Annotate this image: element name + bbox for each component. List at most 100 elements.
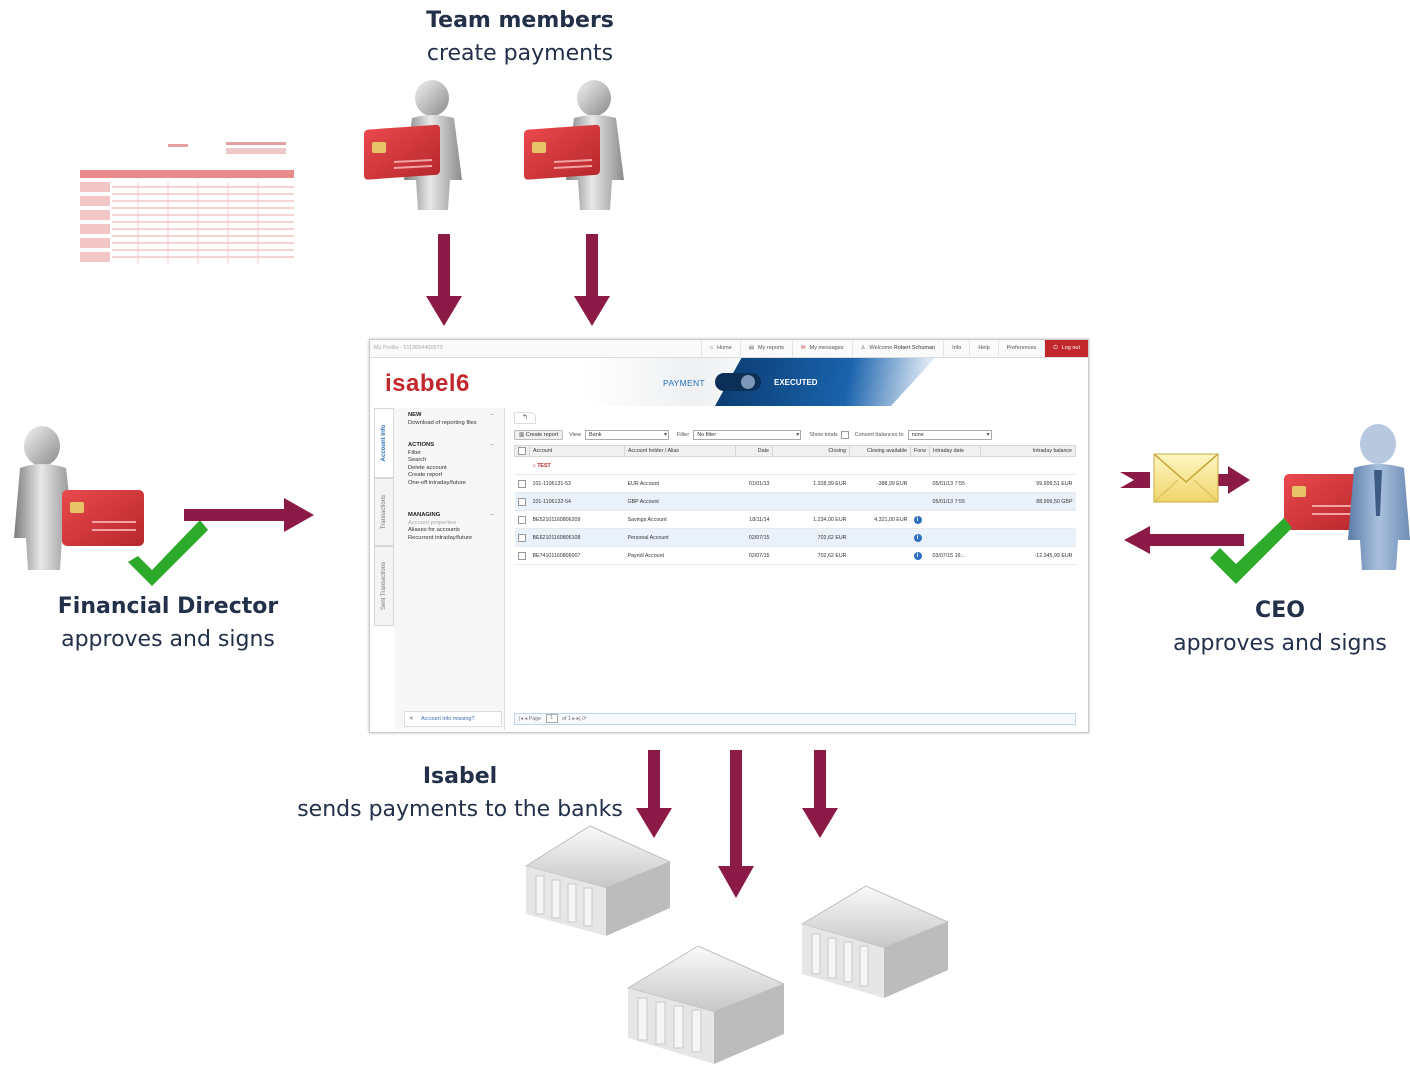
- nav-preferences[interactable]: Preferences: [997, 340, 1045, 357]
- cell-closing-available: 4.321,00 EUR: [849, 510, 911, 529]
- select-all-checkbox[interactable]: [518, 447, 526, 455]
- logo-word: isabel: [385, 370, 457, 397]
- nav-info[interactable]: Info: [943, 340, 969, 357]
- cell-intraday-date: 05/01/13 7:55: [929, 474, 981, 493]
- profile-link[interactable]: My Profile - 5113654400573: [374, 345, 443, 351]
- convert-label: Convert balances to: [854, 432, 904, 438]
- menu-account-properties[interactable]: Account properties: [408, 519, 457, 526]
- info-icon[interactable]: i: [913, 515, 922, 524]
- account-info-missing-button[interactable]: ✕Account info missing?: [404, 711, 502, 727]
- top-navigation: ⌂Home ▤My reports ✉My messages ♙Welcome …: [700, 340, 1088, 357]
- mode-executed-label[interactable]: EXECUTED: [774, 378, 818, 387]
- col-forw[interactable]: Forw: [910, 445, 930, 457]
- ceo-figure: [1210, 424, 1410, 584]
- menu-aliases[interactable]: Aliases for accounts: [408, 527, 460, 533]
- arrow-icon: [574, 234, 610, 326]
- convert-select[interactable]: none: [907, 430, 992, 440]
- refresh-icon[interactable]: ⟳: [582, 716, 587, 722]
- table-row[interactable]: BE74101160806007 Payroll Account 02/07/1…: [514, 546, 1076, 565]
- nav-reports[interactable]: ▤My reports: [739, 340, 792, 357]
- cell-closing-available: -388,99 EUR: [849, 474, 911, 493]
- table-row[interactable]: 101-1106132-54 GBP Account 05/01/13 7:55…: [514, 492, 1076, 511]
- cell-intraday-date: 05/01/13 7:55: [929, 492, 981, 511]
- last-page-icon[interactable]: ▸|: [576, 716, 581, 722]
- row-checkbox[interactable]: [517, 479, 526, 488]
- team-members-title: Team members: [426, 8, 614, 33]
- row-checkbox[interactable]: [517, 551, 526, 560]
- cell-date: 01/01/13: [735, 474, 773, 493]
- cell-closing: 1.234,00 EUR: [772, 510, 850, 529]
- row-checkbox[interactable]: [517, 533, 526, 542]
- checkmark-icon: [128, 520, 208, 586]
- info-icon[interactable]: i: [913, 551, 922, 560]
- menu-search[interactable]: Search: [408, 457, 427, 463]
- logout-label: Log out: [1061, 345, 1080, 351]
- table-row[interactable]: 101-1106131-53 EUR Account 01/01/13 1.32…: [514, 474, 1076, 493]
- col-date[interactable]: Date: [735, 445, 773, 457]
- tab-transactions[interactable]: Transactions: [374, 478, 394, 546]
- isabel-desc: sends payments to the banks: [297, 797, 623, 822]
- menu-download-reporting[interactable]: Download of reporting files: [408, 419, 477, 426]
- collapse-icon[interactable]: –: [490, 412, 494, 418]
- tab-sent-transactions[interactable]: Sent Transactions: [374, 546, 394, 626]
- filter-select[interactable]: No filter: [693, 430, 802, 440]
- menu-create-report[interactable]: Create report: [408, 472, 443, 478]
- page-input[interactable]: 1: [545, 714, 558, 724]
- group-row[interactable]: ⌂ TEST: [514, 456, 1076, 475]
- nav-help[interactable]: Help: [969, 340, 997, 357]
- cell-closing-available: [849, 492, 911, 511]
- menu-delete-account[interactable]: Delete account: [408, 464, 447, 471]
- create-report-button[interactable]: ▥ Create report: [514, 430, 564, 440]
- mode-payment-label[interactable]: PAYMENT: [663, 378, 705, 388]
- first-page-icon[interactable]: |◂: [519, 716, 524, 722]
- col-intraday-balance[interactable]: Intraday balance: [980, 445, 1076, 457]
- cell-forw: i: [910, 528, 930, 547]
- arrow-icon: [802, 750, 838, 838]
- ceo-title: CEO: [1255, 598, 1305, 623]
- info-icon[interactable]: i: [913, 533, 922, 542]
- col-holder[interactable]: Account holder / Alias: [624, 445, 736, 457]
- tab-account-info[interactable]: Account info: [374, 408, 394, 478]
- menu-filter[interactable]: Filter: [408, 449, 421, 456]
- col-intraday-date[interactable]: Intraday date: [929, 445, 981, 457]
- logo-number: 6: [456, 370, 470, 397]
- cell-intraday-date: [929, 528, 981, 547]
- left-panel: NEW Download of reporting files – ACTION…: [394, 408, 505, 730]
- view-label: View: [569, 432, 581, 438]
- table-row[interactable]: BE52101160806209 Savings Account 18/11/1…: [514, 510, 1076, 529]
- tab-transactions-label: Transactions: [381, 494, 387, 530]
- isabel-label: Isabel sends payments to the banks: [270, 760, 650, 826]
- user-icon: ♙: [860, 345, 866, 351]
- cell-intraday-balance: [980, 510, 1076, 529]
- menu-one-off[interactable]: One-off intraday/future: [408, 479, 466, 486]
- nav-messages[interactable]: ✉My messages: [792, 340, 852, 357]
- logout-button[interactable]: ⏻Log out: [1044, 340, 1088, 357]
- select-all-header[interactable]: [514, 445, 530, 457]
- view-select[interactable]: Bank: [584, 430, 669, 440]
- mode-toggle[interactable]: [715, 373, 761, 391]
- cell-closing: 1.328,99 EUR: [772, 474, 850, 493]
- table-row[interactable]: BE62101160806108 Personal Account 02/07/…: [514, 528, 1076, 547]
- back-icon[interactable]: ↰: [514, 412, 536, 424]
- col-account[interactable]: Account: [529, 445, 625, 457]
- row-checkbox[interactable]: [517, 497, 526, 506]
- table-header: Account Account holder / Alias Date Clos…: [514, 445, 1076, 457]
- ceo-label: CEO approves and signs: [1150, 594, 1410, 660]
- page-label: Page: [528, 716, 542, 722]
- menu-recurrent[interactable]: Recurrent intraday/future: [408, 534, 473, 541]
- checkmark-icon: [1210, 518, 1292, 584]
- next-page-icon[interactable]: ▸: [572, 716, 576, 722]
- col-closing[interactable]: Closing: [772, 445, 850, 457]
- collapse-icon[interactable]: –: [490, 512, 494, 518]
- collapse-icon[interactable]: –: [490, 442, 494, 448]
- col-closing-available[interactable]: Closing available: [849, 445, 911, 457]
- cell-date: 02/07/15: [735, 528, 773, 547]
- prev-page-icon[interactable]: ◂: [524, 716, 528, 722]
- nav-home[interactable]: ⌂Home: [700, 340, 740, 357]
- nav-reports-label: My reports: [758, 345, 784, 351]
- isabel-logo: isabel6: [385, 370, 470, 398]
- show-totals-checkbox[interactable]: [840, 431, 849, 439]
- isabel-title: Isabel: [422, 764, 498, 789]
- row-checkbox[interactable]: [517, 515, 526, 524]
- vertical-tabs: Account info Transactions Sent Transacti…: [374, 408, 394, 728]
